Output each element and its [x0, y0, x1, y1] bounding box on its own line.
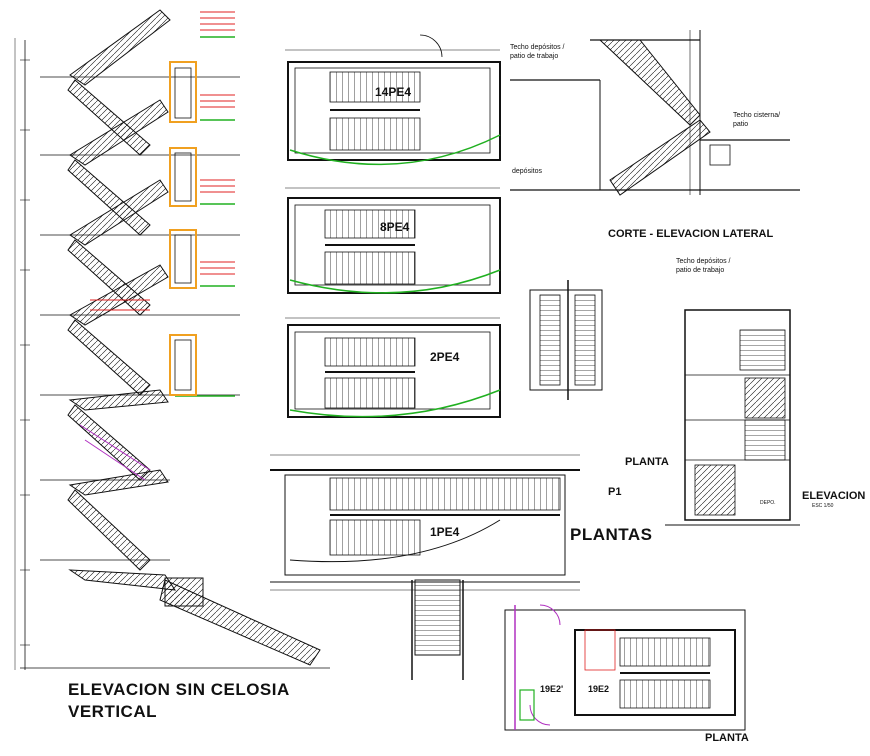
note-techo-cisterna-b: patio — [733, 121, 749, 128]
note-techo-depositos-1a: Techo depósitos / — [510, 44, 565, 51]
plan-bottom — [504, 604, 746, 731]
title-corte: CORTE - ELEVACION LATERAL — [608, 228, 774, 240]
note-depo: DEPO. — [760, 500, 776, 506]
tag-14pe4: 14PE4 — [375, 85, 412, 99]
tag-19e2a: 19E2' — [540, 684, 564, 694]
plan-14pe4 — [285, 34, 501, 166]
plan-2pe4 — [285, 317, 501, 418]
esc-label: ESC 1/50 — [812, 503, 834, 509]
elevation-left — [14, 9, 330, 670]
note-techo-depositos-1b: patio de trabajo — [510, 53, 559, 60]
label-p1: P1 — [608, 486, 622, 498]
tag-2pe4: 2PE4 — [430, 350, 460, 364]
title-planta-2: PLANTA — [705, 732, 749, 744]
note-techo-cisterna-a: Techo cisterna/ — [733, 112, 781, 119]
stair-strip — [529, 280, 603, 400]
plan-1pe4 — [270, 454, 580, 680]
title-elevacion-sin-celosia: ELEVACION SIN CELOSIA — [68, 680, 290, 699]
title-planta-1: PLANTA — [625, 456, 669, 468]
title-elevacion: ELEVACION — [802, 490, 866, 502]
plan-8pe4 — [285, 187, 501, 294]
title-plantas: PLANTAS — [570, 525, 653, 544]
section-corte — [510, 30, 800, 196]
tag-1pe4: 1PE4 — [430, 525, 460, 539]
tag-19e2b: 19E2 — [588, 684, 610, 694]
tag-8pe4: 8PE4 — [380, 220, 410, 234]
elevation-right — [665, 309, 800, 526]
note-depositos: depósitos — [512, 168, 542, 175]
note-techo-depositos-2b: patio de trabajo — [676, 267, 725, 274]
title-vertical: VERTICAL — [68, 702, 157, 721]
note-techo-depositos-2a: Techo depósitos / — [676, 258, 731, 265]
